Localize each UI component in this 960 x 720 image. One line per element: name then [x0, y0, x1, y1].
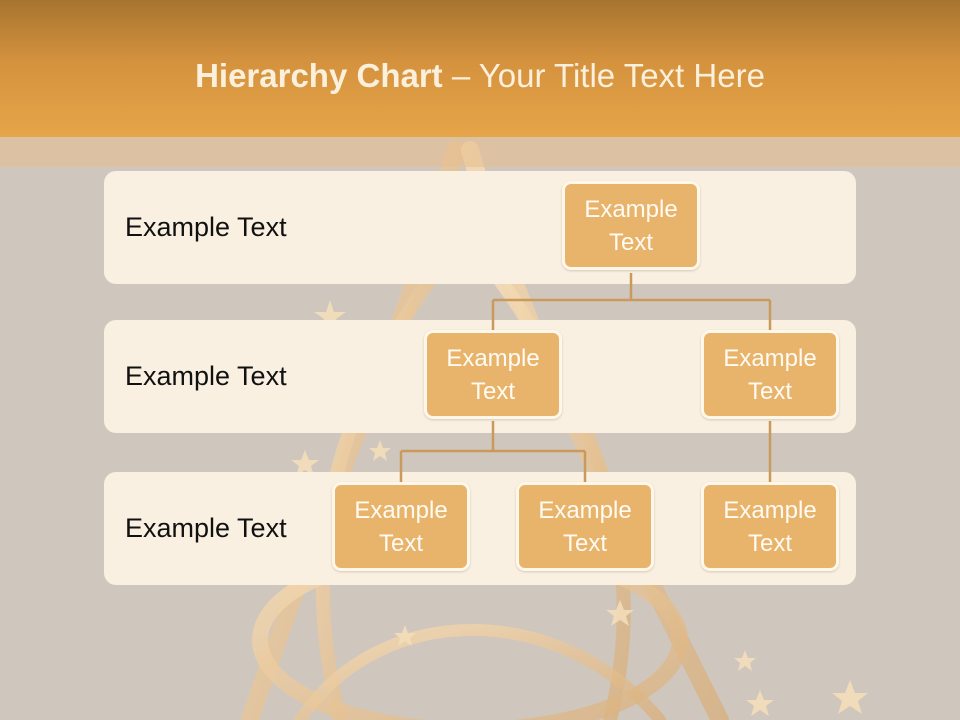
- node-text: Example Text: [446, 344, 540, 405]
- header-strip: [0, 137, 960, 167]
- node-text: Example Text: [723, 344, 817, 405]
- org-node-level3-a[interactable]: Example Text: [332, 482, 470, 571]
- level-label: Example Text: [125, 212, 287, 242]
- node-text: Example Text: [538, 496, 632, 557]
- org-node-level2-right[interactable]: Example Text: [701, 330, 839, 419]
- level-label: Example Text: [125, 513, 287, 543]
- org-node-level2-left[interactable]: Example Text: [424, 330, 562, 419]
- org-node-level3-c[interactable]: Example Text: [701, 482, 839, 571]
- level-band-1: Example Text: [104, 171, 856, 284]
- level-label: Example Text: [125, 361, 287, 391]
- slide-title: Hierarchy Chart – Your Title Text Here: [0, 54, 960, 98]
- node-text: Example Text: [354, 496, 448, 557]
- title-header: [0, 0, 960, 137]
- org-node-root[interactable]: Example Text: [562, 181, 700, 270]
- org-node-level3-b[interactable]: Example Text: [516, 482, 654, 571]
- node-text: Example Text: [723, 496, 817, 557]
- title-bold-part: Hierarchy Chart: [195, 57, 443, 94]
- title-rest: – Your Title Text Here: [442, 57, 765, 94]
- node-text: Example Text: [584, 195, 678, 256]
